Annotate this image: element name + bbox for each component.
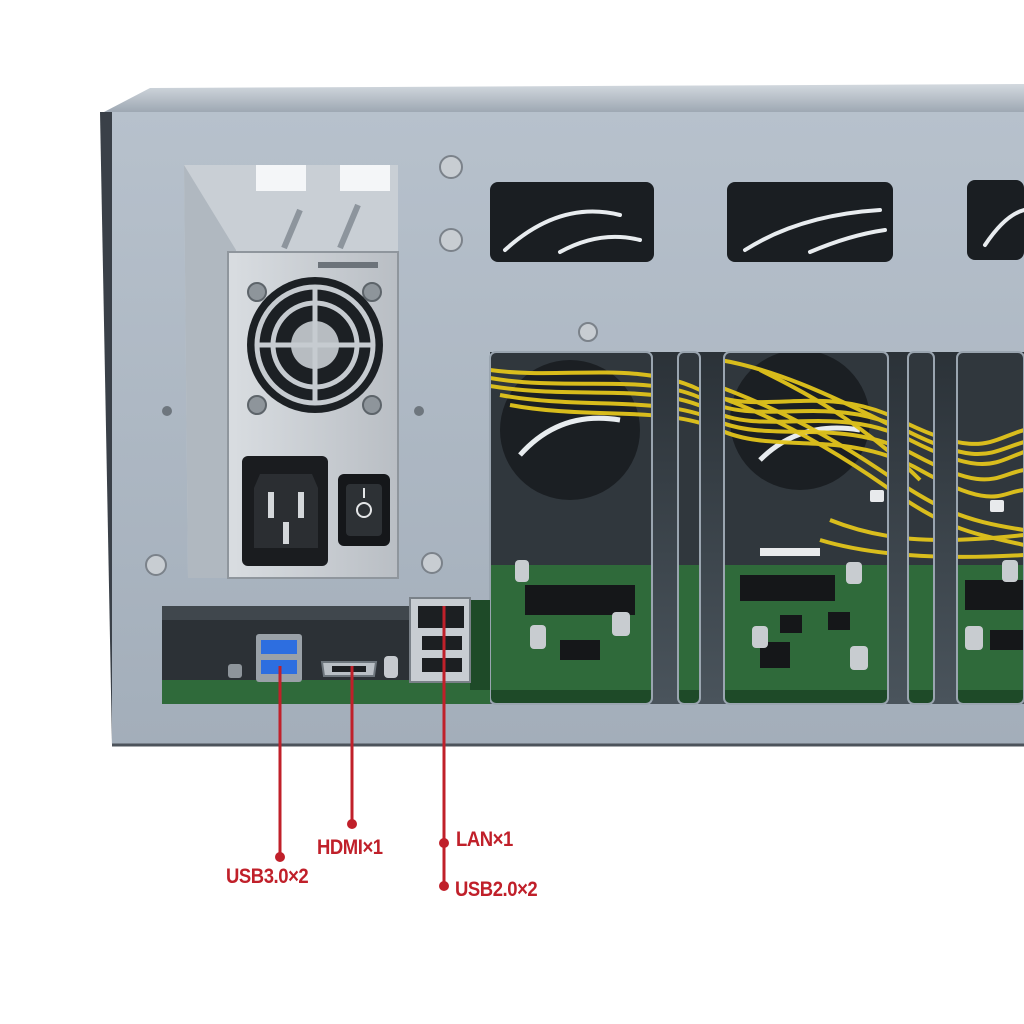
rear-panel [112,112,1024,747]
ac-power-inlet-icon [242,456,328,566]
io-panel [162,597,490,704]
fan-slots [490,180,1024,262]
callout-hdmi-label: HDMI×1 [317,836,383,859]
callout-usb2-label: USB2.0×2 [455,878,538,901]
lan-usb2-stack-icon [409,597,471,683]
callout-lines [275,606,449,891]
psu-fan-icon [247,277,383,413]
power-switch-icon [338,474,390,546]
power-supply-unit [227,251,399,579]
callout-lan-label: LAN×1 [456,828,513,851]
hdmi-port-icon [320,661,378,677]
callout-usb3-label: USB3.0×2 [226,865,309,888]
interior-view [489,351,1024,705]
